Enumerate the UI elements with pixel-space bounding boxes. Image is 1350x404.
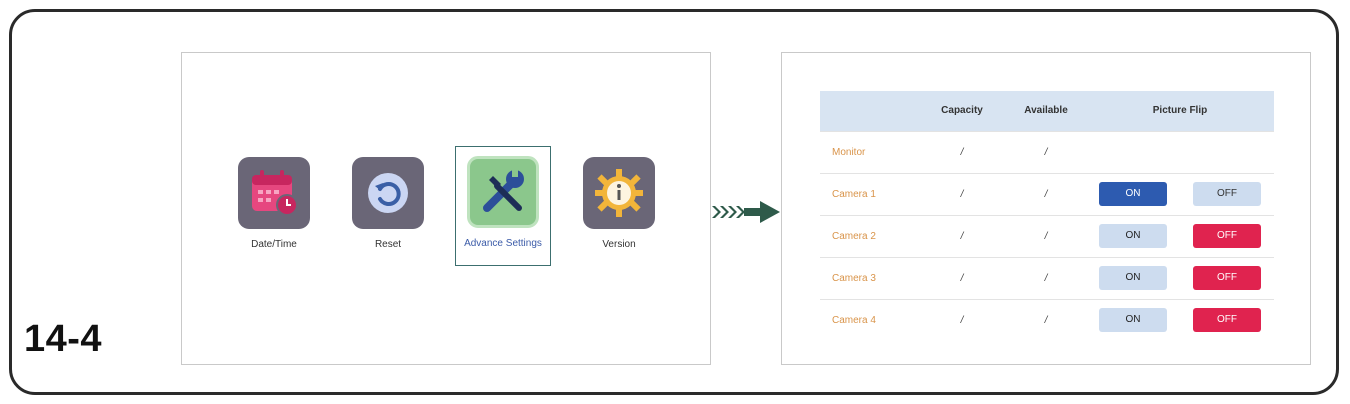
table-header-row: Capacity Available Picture Flip [820,91,1274,131]
arrow-right-icon [712,201,780,223]
menu-item-advance-settings[interactable]: Advance Settings [455,146,551,266]
row-name: Camera 3 [820,256,918,299]
reset-icon [368,173,408,213]
available-value: / [1006,256,1086,299]
row-name: Monitor [820,130,918,173]
row-name: Camera 2 [820,214,918,257]
empty-cell [1180,130,1274,173]
camera-1-flip-on-button[interactable]: ON [1099,182,1167,206]
menu-item-version[interactable]: Version [569,157,669,265]
date-time-tile [238,157,310,229]
tools-icon [483,169,524,212]
column-header-picture-flip: Picture Flip [1152,105,1208,117]
table-row-camera-2: Camera 2 / / ON OFF [820,214,1274,257]
available-value: / [1006,130,1086,173]
camera-1-flip-off-button[interactable]: OFF [1193,182,1261,206]
capacity-value: / [918,130,1006,173]
camera-3-flip-on-button[interactable]: ON [1099,266,1167,290]
outer-frame [9,9,1339,395]
column-header-capacity: Capacity [941,105,983,117]
flip-on-cell: ON [1086,256,1180,299]
camera-2-flip-off-button[interactable]: OFF [1193,224,1261,248]
empty-cell [1086,130,1180,173]
camera-3-flip-off-button[interactable]: OFF [1193,266,1261,290]
row-name: Camera 1 [820,172,918,215]
flip-on-cell: ON [1086,214,1180,257]
menu-item-label: Version [602,239,636,250]
step-label: 14-4 [24,318,103,360]
available-value: / [1006,214,1086,257]
transition-arrow [712,199,780,230]
table-row-camera-4: Camera 4 / / ON OFF [820,298,1274,341]
flip-off-cell: OFF [1180,298,1274,341]
info-icon [595,169,643,217]
capacity-value: / [918,172,1006,215]
flip-off-cell: OFF [1180,214,1274,257]
column-header-available: Available [1024,105,1068,117]
device-table: Capacity Available Picture Flip Monitor … [820,91,1274,341]
flip-off-cell: OFF [1180,256,1274,299]
version-tile [583,157,655,229]
table-row-camera-1: Camera 1 / / ON OFF [820,172,1274,215]
menu-item-reset[interactable]: Reset [338,157,438,265]
table-row-monitor: Monitor / / [820,130,1274,173]
advance-settings-panel: Capacity Available Picture Flip Monitor … [781,52,1311,365]
reset-tile [352,157,424,229]
menu-item-label: Date/Time [251,239,297,250]
capacity-value: / [918,214,1006,257]
menu-item-date-time[interactable]: Date/Time [224,157,324,265]
settings-menu-panel: Date/Time Reset Advance Settings [181,52,711,365]
calendar-clock-icon [252,170,298,216]
menu-item-label: Advance Settings [464,238,542,249]
capacity-value: / [918,256,1006,299]
available-value: / [1006,298,1086,341]
available-value: / [1006,172,1086,215]
column-header [820,91,918,131]
table-row-camera-3: Camera 3 / / ON OFF [820,256,1274,299]
camera-4-flip-on-button[interactable]: ON [1099,308,1167,332]
camera-2-flip-on-button[interactable]: ON [1099,224,1167,248]
advance-settings-tile [467,156,539,228]
flip-on-cell: ON [1086,298,1180,341]
flip-off-cell: OFF [1180,172,1274,215]
row-name: Camera 4 [820,298,918,341]
flip-on-cell: ON [1086,172,1180,215]
menu-item-label: Reset [374,239,402,250]
capacity-value: / [918,298,1006,341]
camera-4-flip-off-button[interactable]: OFF [1193,308,1261,332]
